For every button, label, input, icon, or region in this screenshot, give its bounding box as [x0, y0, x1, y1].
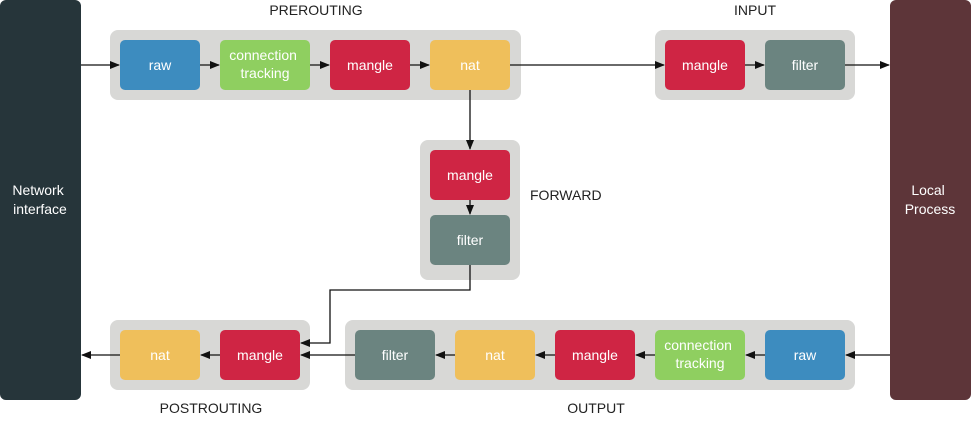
svg-text:Local Process: Local Process: [905, 182, 956, 217]
postrouting-tables: nat mangle: [120, 330, 300, 380]
svg-text:filter: filter: [382, 347, 409, 363]
svg-text:nat: nat: [150, 347, 170, 363]
forward-mangle-box: [430, 150, 510, 200]
svg-text:raw: raw: [794, 347, 817, 363]
svg-text:connection tracking: connection tracking: [664, 337, 736, 371]
svg-text:mangle: mangle: [347, 57, 393, 73]
postrouting-mangle-box: [220, 330, 300, 380]
prerouting-conntrack-label-line1: connection: [229, 47, 297, 63]
prerouting-raw-label: raw: [149, 57, 172, 73]
local-process-label-line1: Local: [911, 182, 944, 198]
input-filter-box: [765, 40, 845, 90]
prerouting-conntrack-box: [220, 40, 310, 90]
input-title: INPUT: [734, 2, 776, 18]
output-raw-box: [765, 330, 845, 380]
svg-text:mangle: mangle: [682, 57, 728, 73]
output-conntrack-box: [655, 330, 745, 380]
prerouting-tables: raw connection tracking mangle nat: [120, 40, 510, 90]
input-tables: mangle filter: [665, 40, 845, 90]
svg-text:filter: filter: [792, 57, 819, 73]
svg-text:mangle: mangle: [572, 347, 618, 363]
flow-arrows: [81, 61, 890, 359]
svg-text:connection tracking: connection tracking: [229, 47, 301, 81]
postrouting-title: POSTROUTING: [160, 400, 263, 416]
network-interface-label-line2: interface: [13, 201, 67, 217]
output-conntrack-label-line2: tracking: [675, 355, 724, 371]
postrouting-nat-box: [120, 330, 200, 380]
forward-filter-box: [430, 215, 510, 265]
local-process-block: [890, 0, 971, 400]
svg-text:filter: filter: [457, 232, 484, 248]
output-title: OUTPUT: [567, 400, 625, 416]
prerouting-conntrack-label-line2: tracking: [240, 65, 289, 81]
output-mangle-label: mangle: [572, 347, 618, 363]
output-nat-box: [455, 330, 535, 380]
output-filter-label: filter: [382, 347, 409, 363]
output-filter-box: [355, 330, 435, 380]
output-mangle-box: [555, 330, 635, 380]
forward-filter-label: filter: [457, 232, 484, 248]
forward-title: FORWARD: [530, 187, 602, 203]
prerouting-nat-label: nat: [460, 57, 480, 73]
postrouting-mangle-label: mangle: [237, 347, 283, 363]
output-raw-label: raw: [794, 347, 817, 363]
input-mangle-box: [665, 40, 745, 90]
input-filter-label: filter: [792, 57, 819, 73]
svg-text:nat: nat: [485, 347, 505, 363]
svg-text:mangle: mangle: [237, 347, 283, 363]
svg-text:Network interface: Network interface: [12, 182, 67, 217]
forward-mangle-label: mangle: [447, 167, 493, 183]
prerouting-title: PREROUTING: [269, 2, 362, 18]
forward-tables: mangle filter: [430, 150, 510, 265]
network-interface-label-line1: Network: [12, 182, 64, 198]
svg-text:nat: nat: [460, 57, 480, 73]
output-conntrack-label-line1: connection: [664, 337, 732, 353]
network-interface-block: [0, 0, 81, 400]
prerouting-nat-box: [430, 40, 510, 90]
prerouting-mangle-box: [330, 40, 410, 90]
svg-text:mangle: mangle: [447, 167, 493, 183]
input-mangle-label: mangle: [682, 57, 728, 73]
output-nat-label: nat: [485, 347, 505, 363]
prerouting-raw-box: [120, 40, 200, 90]
arrow-forward-filter-to-postrouting-mangle: [300, 265, 471, 347]
output-tables: filter nat mangle connection tracking ra…: [355, 330, 845, 380]
local-process-label-line2: Process: [905, 201, 956, 217]
postrouting-nat-label: nat: [150, 347, 170, 363]
prerouting-mangle-label: mangle: [347, 57, 393, 73]
svg-text:raw: raw: [149, 57, 172, 73]
